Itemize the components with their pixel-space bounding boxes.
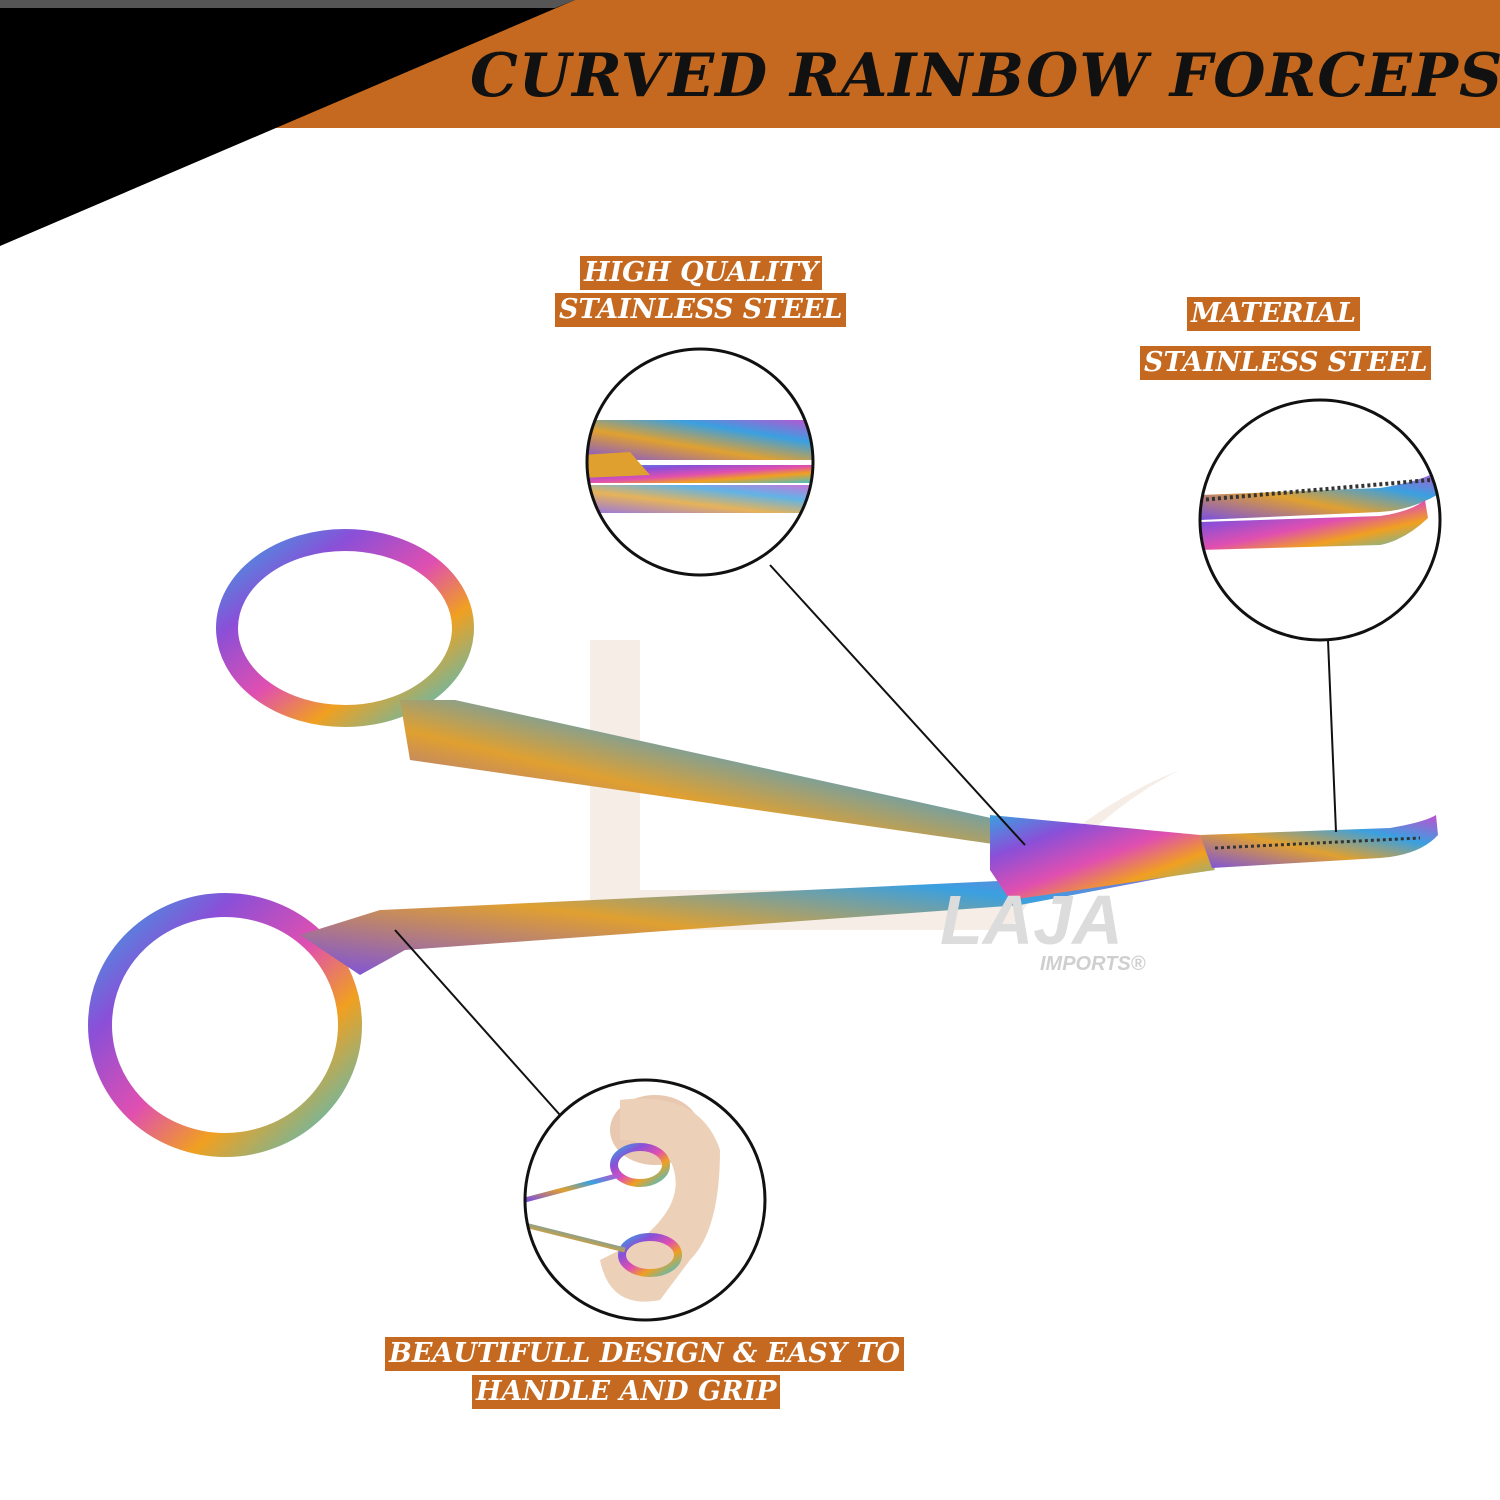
callout-label-design-line2: HANDLE AND GRIP bbox=[472, 1375, 781, 1409]
callout-circle-joint bbox=[585, 347, 815, 577]
lower-shank bbox=[300, 850, 1215, 975]
callout-label-design-line1: BEAUTIFULL DESIGN & EASY TO bbox=[385, 1337, 905, 1371]
watermark-sub: IMPORTS® bbox=[1040, 953, 1146, 975]
page-title: CURVED RAINBOW FORCEPS bbox=[470, 41, 1500, 111]
jaw-serration bbox=[1214, 836, 1421, 850]
box-joint bbox=[990, 815, 1215, 900]
callout-label-material-line2: STAINLESS STEEL bbox=[1140, 346, 1432, 380]
callout-label-material-line1: MATERIAL bbox=[1187, 297, 1361, 331]
watermark-brand: LAJA bbox=[940, 881, 1123, 959]
callout-circle-tip bbox=[1198, 398, 1442, 642]
banner-black-corner bbox=[0, 0, 575, 246]
callout-label-quality-line2: STAINLESS STEEL bbox=[555, 293, 847, 327]
forceps bbox=[88, 529, 1438, 1157]
upper-shank bbox=[400, 700, 1000, 845]
lower-finger-ring bbox=[88, 893, 362, 1157]
callout-circle-grip bbox=[523, 1078, 767, 1322]
leader-line-tip bbox=[1327, 639, 1337, 833]
banner-gray-edge bbox=[0, 0, 575, 8]
leader-line-handle bbox=[394, 929, 561, 1116]
leader-line-joint bbox=[769, 564, 1026, 846]
callout-label-quality-line1: HIGH QUALITY bbox=[580, 256, 823, 290]
upper-finger-ring bbox=[216, 529, 474, 727]
